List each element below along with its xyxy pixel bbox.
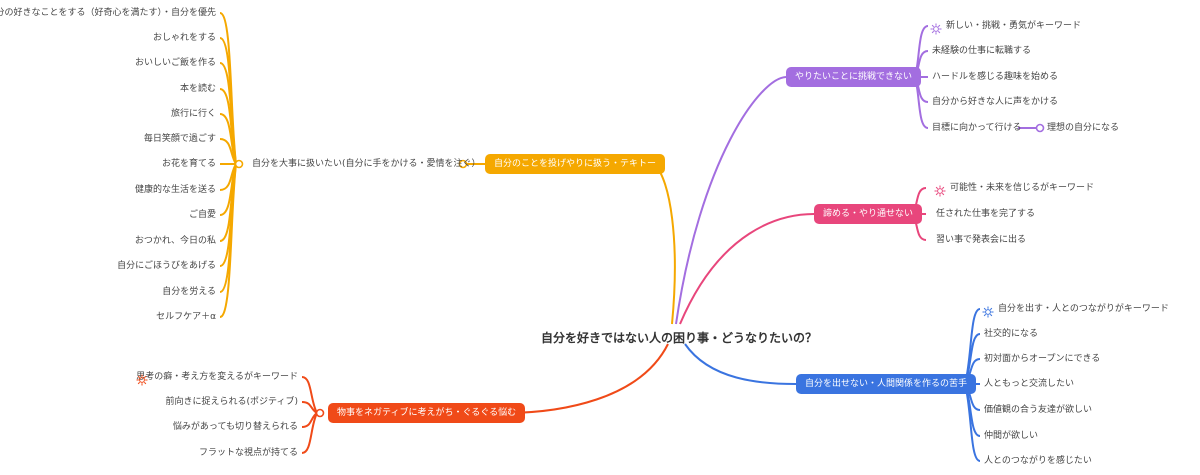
branch-topic-red[interactable]: 物事をネガティブに考えがち・ぐるぐる悩む xyxy=(328,403,526,423)
leaf-blue-3[interactable]: 人ともっと交流したい xyxy=(984,379,1075,389)
sun-icon-red xyxy=(136,371,148,390)
branch-topic-purple[interactable]: やりたいことに挑戦できない xyxy=(786,67,922,87)
leaf-orange-7[interactable]: 健康的な生活を送る xyxy=(134,185,216,195)
node-dot-orange-branch[interactable] xyxy=(458,159,468,169)
leaf-red-0[interactable]: 思考の癖・考え方を変えるがキーワード xyxy=(136,372,298,382)
leaf-blue-6[interactable]: 人とのつながりを感じたい xyxy=(984,456,1092,466)
subtopic-orange[interactable]: 自分を大事に扱いたい(自分に手をかける・愛情を注ぐ） xyxy=(252,159,481,169)
leaf-orange-8[interactable]: ご自愛 xyxy=(188,210,216,220)
node-dot-red-branch[interactable] xyxy=(315,408,325,418)
leaf-orange-11[interactable]: 自分を労える xyxy=(162,287,216,297)
leaf-orange-5[interactable]: 毎日笑顔で過ごす xyxy=(143,134,216,144)
central-topic[interactable]: 自分を好きではない人の困り事・どうなりたいの？ xyxy=(541,331,818,345)
leaf-red-3[interactable]: フラットな視点が持てる xyxy=(198,448,298,458)
leaf-blue-1[interactable]: 社交的になる xyxy=(984,329,1039,339)
leaf-orange-3[interactable]: 本を読む xyxy=(179,84,216,94)
leaf-blue-0[interactable]: 自分を出す・人とのつながりがキーワード xyxy=(998,304,1169,314)
sun-icon-blue xyxy=(982,303,994,322)
connector-center-orange xyxy=(654,164,676,325)
leaf-orange-6[interactable]: お花を育てる xyxy=(161,159,216,169)
connector-center-red xyxy=(503,343,669,414)
node-dot-purple-extra[interactable] xyxy=(1035,123,1045,133)
leaf-purple-3[interactable]: 自分から好きな人に声をかける xyxy=(932,97,1059,107)
branch-topic-pink[interactable]: 諦める・やり通せない xyxy=(814,204,923,224)
leaf-orange-9[interactable]: おつかれ、今日の私 xyxy=(134,236,216,246)
leaf-purple-2[interactable]: ハードルを感じる趣味を始める xyxy=(932,72,1059,82)
branch-topic-blue[interactable]: 自分を出せない・人間関係を作るの苦手 xyxy=(796,374,977,394)
connector-orange-leaf xyxy=(219,163,237,318)
leaf-blue-4[interactable]: 価値観の合う友達が欲しい xyxy=(984,405,1093,415)
leaf-red-1[interactable]: 前向きに捉えられる(ポジティブ) xyxy=(165,397,298,407)
leaf-orange-1[interactable]: おしゃれをする xyxy=(152,33,216,43)
connector-center-purple xyxy=(675,76,787,325)
leaf-orange-4[interactable]: 旅行に行く xyxy=(170,109,216,119)
leaf-pink-1[interactable]: 任された仕事を完了する xyxy=(936,209,1036,219)
leaf-blue-2[interactable]: 初対面からオープンにできる xyxy=(984,354,1101,364)
leaf-pink-0[interactable]: 可能性・未来を信じるがキーワード xyxy=(950,183,1095,193)
leaf-purple-1[interactable]: 未経験の仕事に転職する xyxy=(932,46,1032,56)
leaf-red-2[interactable]: 悩みがあっても切り替えられる xyxy=(172,422,298,432)
leaf-orange-10[interactable]: 自分にごほうびをあげる xyxy=(117,261,216,271)
connector-red-leaf xyxy=(301,401,318,414)
connector-red-leaf xyxy=(301,376,318,414)
connector-center-pink xyxy=(679,213,815,325)
leaf-purple-4[interactable]: 目標に向かって行ける xyxy=(932,123,1022,133)
leaf-orange-2[interactable]: おいしいご飯を作る xyxy=(134,58,216,68)
connector-red-leaf xyxy=(301,412,318,454)
leaf-blue-5[interactable]: 仲間が欲しい xyxy=(984,431,1039,441)
connector-orange-leaf xyxy=(219,138,237,165)
sun-icon-purple xyxy=(930,20,942,39)
branch-topic-orange[interactable]: 自分のことを投げやりに扱う・テキトー xyxy=(485,154,666,174)
leaf-orange-0[interactable]: 自分の好きなことをする（好奇心を満たす）・自分を優先 xyxy=(0,8,216,18)
sun-icon-pink xyxy=(934,182,946,201)
leaf-purple-0[interactable]: 新しい・挑戦・勇気がキーワード xyxy=(946,21,1082,31)
leaf-pink-2[interactable]: 習い事で発表会に出る xyxy=(936,235,1027,245)
connector-center-blue xyxy=(684,343,797,385)
leaf-purple-extra[interactable]: 理想の自分になる xyxy=(1047,123,1120,133)
node-dot-orange-sub[interactable] xyxy=(234,159,244,169)
leaf-orange-12[interactable]: セルフケア＋α xyxy=(156,312,216,322)
